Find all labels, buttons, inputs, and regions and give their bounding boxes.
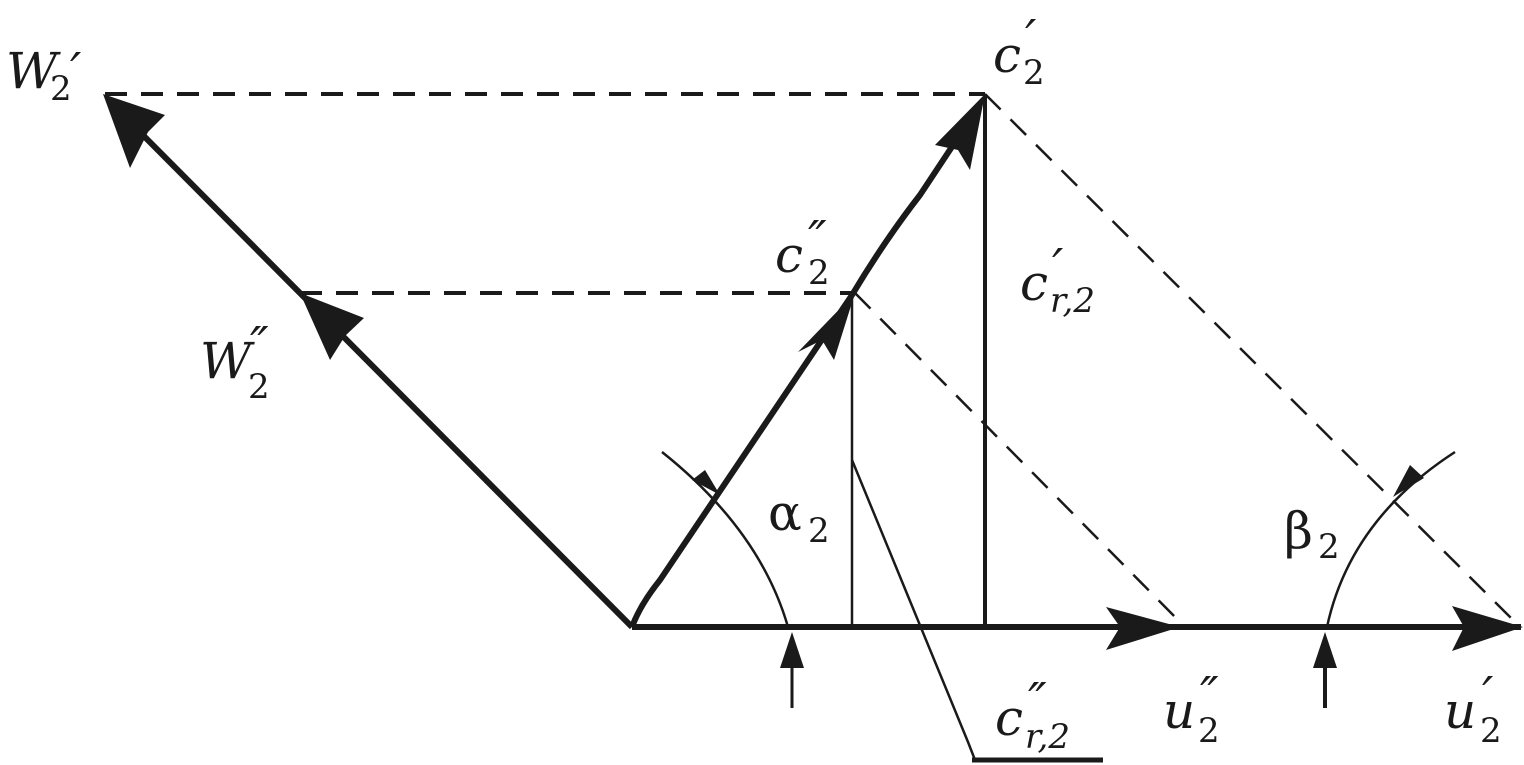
- label-alpha2: α 2: [768, 484, 830, 551]
- arrowhead-w2-dprime: [300, 293, 364, 360]
- label-cr2-dprime-mark: ″: [1028, 672, 1047, 730]
- label-w2-dprime-base: W: [200, 332, 255, 390]
- label-alpha2-sub: 2: [808, 511, 830, 551]
- vector-w2-prime: [115, 107, 635, 630]
- arrowhead-u2-dprime: [1106, 607, 1180, 650]
- label-c2-dprime-sub: 2: [808, 253, 830, 293]
- arrowhead-beta2-top: [1393, 465, 1424, 497]
- label-w2-prime-sub: 2: [50, 69, 72, 109]
- label-beta2-sub: 2: [1318, 527, 1340, 567]
- arrowhead-w2-prime: [103, 94, 165, 168]
- arc-alpha2: [661, 451, 790, 628]
- label-w2-prime: W 2 ′: [6, 42, 82, 109]
- label-c2-prime: c 2 ′: [993, 9, 1045, 93]
- label-u2-dprime-base: u: [1163, 682, 1195, 740]
- label-u2-prime-sub: 2: [1480, 711, 1502, 751]
- label-alpha2-base: α: [768, 484, 802, 542]
- label-beta2: β 2: [1284, 502, 1340, 567]
- arrowhead-c2-prime: [935, 94, 985, 170]
- label-u2-dprime-mark: ″: [1200, 666, 1219, 724]
- label-u2-dprime: u 2 ″: [1163, 666, 1220, 751]
- label-cr2-prime-base: c: [1020, 254, 1048, 312]
- label-beta2-base: β: [1284, 502, 1313, 560]
- arc-beta2: [1325, 450, 1456, 628]
- label-u2-prime: u 2 ′: [1444, 666, 1502, 751]
- dashed-diagonal-outer: [984, 93, 1514, 621]
- label-c2-dprime-base: c: [775, 226, 803, 284]
- arrowhead-c2-dprime: [798, 293, 855, 360]
- label-c2-prime-sub: 2: [1023, 53, 1045, 93]
- vector-c2-prime: [629, 110, 978, 629]
- label-w2-dprime-mark: ″: [250, 316, 269, 374]
- arrowhead-alpha2-bottom: [780, 632, 804, 668]
- label-c2-dprime: c 2 ″: [775, 210, 830, 293]
- label-cr2-prime-sub: r,2: [1050, 281, 1095, 321]
- label-cr2-prime: c r,2 ′: [1020, 238, 1095, 321]
- label-w2-prime-mark: ′: [70, 42, 82, 100]
- label-cr2-dprime-base: c: [995, 689, 1023, 747]
- label-c2-prime-mark: ′: [1025, 9, 1037, 67]
- label-w2-dprime-sub: 2: [248, 367, 270, 407]
- label-u2-prime-base: u: [1444, 682, 1476, 740]
- arrowhead-alpha2-top: [692, 470, 720, 495]
- dashed-diagonal-inner: [854, 292, 1183, 625]
- label-c2-prime-base: c: [993, 26, 1021, 84]
- label-u2-prime-mark: ′: [1482, 666, 1494, 724]
- arrowhead-u2-prime: [1452, 606, 1523, 651]
- label-cr2-dprime-sub: r,2: [1025, 717, 1070, 757]
- label-cr2-dprime: c r,2 ″: [995, 672, 1070, 757]
- label-u2-dprime-sub: 2: [1198, 711, 1220, 751]
- label-c2-dprime-mark: ″: [808, 210, 827, 268]
- arrowhead-beta2-bottom: [1313, 632, 1337, 668]
- label-cr2-prime-mark: ′: [1052, 238, 1064, 296]
- label-w2-prime-base: W: [6, 42, 61, 100]
- label-w2-dprime: W 2 ″: [200, 316, 270, 407]
